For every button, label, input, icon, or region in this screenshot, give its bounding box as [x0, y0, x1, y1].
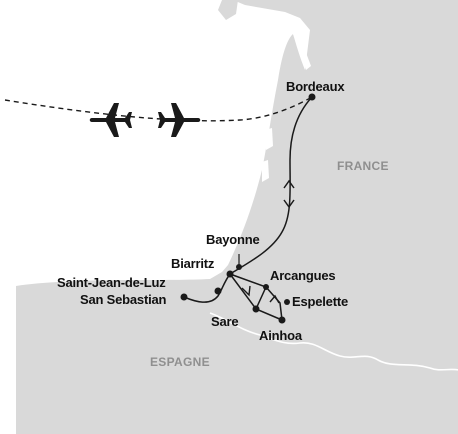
- label-saint-jean-de-luz: Saint-Jean-de-Luz: [57, 275, 166, 290]
- dot-bordeaux: [308, 93, 316, 101]
- two-way-arrow-icon: [283, 179, 295, 209]
- label-arcangues: Arcangues: [270, 268, 335, 283]
- route-coast: [183, 273, 231, 303]
- label-sare: Sare: [211, 314, 238, 329]
- land-mass: [16, 0, 458, 434]
- airplane-icon: [89, 103, 132, 137]
- lake-3: [270, 56, 277, 76]
- lake-2: [262, 160, 269, 182]
- label-bordeaux: Bordeaux: [286, 79, 345, 94]
- label-ainhoa: Ainhoa: [259, 328, 303, 343]
- dot-espelette: [284, 299, 290, 305]
- border-line: [209, 312, 458, 371]
- label-espelette: Espelette: [292, 294, 348, 309]
- dot-bayonne: [236, 264, 242, 270]
- dot-arcangues: [263, 284, 269, 290]
- dot-biarritz: [226, 270, 234, 278]
- airplane-icon: [158, 103, 201, 137]
- label-bayonne: Bayonne: [206, 232, 260, 247]
- route-bordeaux-biarritz: [229, 96, 313, 275]
- estuary: [293, 28, 311, 70]
- island: [218, 0, 238, 20]
- dot-saint-jean-de-luz: [214, 287, 222, 295]
- direction-arrow-icon: [241, 285, 280, 304]
- dot-san-sebastian: [180, 293, 188, 301]
- label-country-france: FRANCE: [337, 159, 389, 173]
- dot-sare: [252, 305, 260, 313]
- label-san-sebastian: San Sebastian: [80, 292, 167, 307]
- flight-path: [4, 96, 313, 122]
- lake-1: [265, 128, 273, 150]
- label-country-spain: ESPAGNE: [150, 355, 210, 369]
- label-biarritz: Biarritz: [171, 256, 215, 271]
- dot-ainhoa: [278, 316, 286, 324]
